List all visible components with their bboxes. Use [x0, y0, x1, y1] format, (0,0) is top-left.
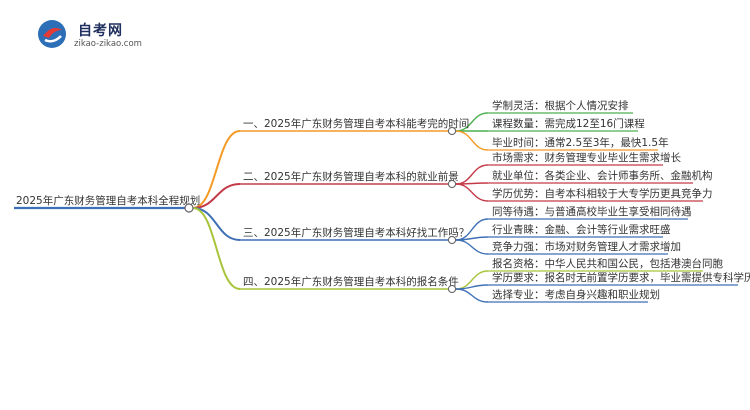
branch-label-1: 一、2025年广东财务管理自考本科能考完的时间 [243, 117, 469, 130]
branch-collapse-toggle-2[interactable] [447, 179, 457, 189]
leaf-link-3-3 [455, 239, 489, 255]
branch-collapse-toggle-4[interactable] [447, 284, 457, 294]
leaf-label-4-1: 报名资格：中华人民共和国公民，包括港澳台同胞 [492, 257, 723, 270]
branch-link-1 [192, 130, 241, 209]
leaf-link-4-3 [455, 288, 489, 303]
leaf-label-1-2: 课程数量：需完成12至16门课程 [492, 117, 645, 130]
leaf-label-2-2: 就业单位：各类企业、会计师事务所、金融机构 [492, 169, 713, 182]
leaf-label-2-3: 学历优势：自考本科相较于大专学历更具竞争力 [492, 187, 713, 200]
site-logo[interactable]: 自考网 zikao-zikao.com [36, 18, 146, 54]
mind-map-links [192, 112, 489, 303]
leaf-link-2-3 [455, 183, 489, 202]
leaf-label-1-3: 毕业时间：通常2.5至3年，最快1.5年 [492, 136, 669, 149]
logo-subtitle: zikao-zikao.com [74, 39, 142, 49]
leaf-link-4-2 [455, 284, 489, 290]
leaf-label-4-3: 选择专业：考虑自身兴趣和职业规划 [492, 288, 660, 301]
leaf-label-3-1: 同等待遇：与普通高校毕业生享受相同待遇 [492, 205, 692, 218]
logo-icon [38, 20, 66, 48]
branch-collapse-toggle-3[interactable] [447, 235, 457, 245]
branch-label-2: 二、2025年广东财务管理自考本科的就业前景 [243, 170, 459, 183]
branch-link-3 [192, 207, 241, 241]
leaf-label-3-3: 竞争力强：市场对财务管理人才需求增加 [492, 240, 681, 253]
root-node-label: 2025年广东财务管理自考本科全程规划 [16, 194, 200, 207]
branch-link-2 [192, 183, 241, 209]
leaf-label-2-1: 市场需求：财务管理专业毕业生需求增长 [492, 151, 681, 164]
branch-link-4 [192, 207, 241, 290]
mind-map-nodes: 2025年广东财务管理自考本科全程规划 一、2025年广东财务管理自考本科能考完的… [14, 99, 750, 303]
leaf-link-2-1 [455, 164, 489, 185]
branch-collapse-toggle-1[interactable] [447, 126, 457, 136]
leaf-link-1-3 [455, 130, 489, 151]
logo-title: 自考网 [78, 23, 123, 39]
root-collapse-toggle[interactable] [184, 203, 194, 213]
branch-label-4: 四、2025年广东财务管理自考本科的报名条件 [243, 275, 459, 288]
leaf-label-1-1: 学制灵活：根据个人情况安排 [492, 99, 629, 112]
leaf-label-4-2: 学历要求：报名时无前置学历要求，毕业需提供专科学历 [492, 271, 750, 284]
branch-label-3: 三、2025年广东财务管理自考本科好找工作吗？ [243, 226, 469, 239]
leaf-label-3-2: 行业青睐：金融、会计等行业需求旺盛 [492, 223, 671, 236]
